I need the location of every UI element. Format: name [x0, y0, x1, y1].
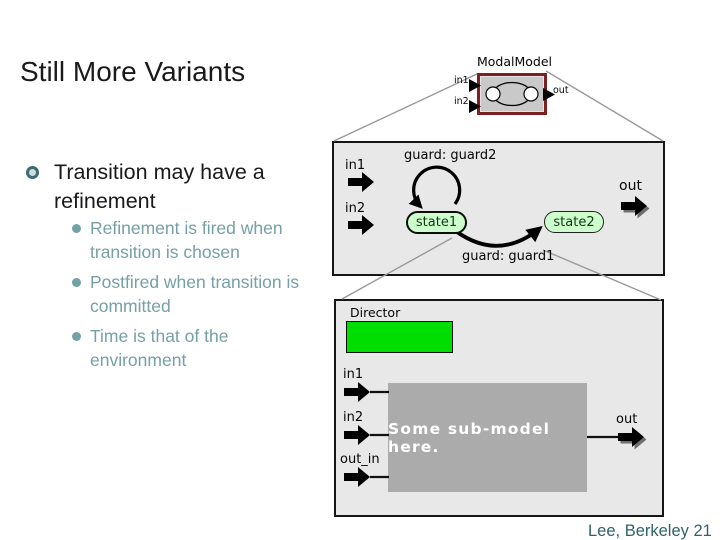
port-label-in2: in2	[345, 201, 366, 216]
director-block	[346, 321, 453, 353]
fsm-panel	[332, 141, 665, 276]
callout-lines	[333, 70, 664, 301]
loop-guard-label: guard: guard2	[404, 148, 497, 163]
fsm-port-arrows	[348, 172, 650, 235]
state2-label: state2	[553, 214, 595, 230]
self-loop-arrow	[408, 165, 462, 209]
out-in-arrow-icon	[344, 467, 370, 487]
fsm-glyph-icon	[469, 79, 555, 113]
in1-arrow-icon	[348, 172, 374, 192]
director-label: Director	[350, 305, 401, 320]
filled-bullet-icon	[72, 278, 81, 287]
footer-credit: Lee, Berkeley 21	[588, 522, 712, 540]
port-label-in1: in1	[345, 158, 366, 173]
out-arrow-icon	[618, 427, 644, 447]
port-label-in2: in2	[454, 96, 469, 107]
port-triangle-icon	[469, 79, 481, 92]
callout-line	[333, 73, 478, 142]
submodel-wires	[370, 390, 618, 479]
port-triangle-icon	[469, 100, 481, 113]
out-arrow-icon	[621, 196, 647, 216]
bullet-item-main: Transition may have a refinement	[26, 158, 316, 216]
bullet-main-text: Transition may have a refinement	[54, 160, 265, 213]
hollow-bullet-icon	[26, 166, 39, 179]
submodel-box: Some sub-model here.	[388, 383, 587, 492]
callout-line	[542, 249, 662, 301]
port-label-out: out	[553, 85, 569, 96]
filled-bullet-icon	[72, 224, 81, 233]
list-item: Time is that of the environment	[72, 324, 304, 372]
state1-node: state1	[406, 211, 467, 234]
port-label-out: out	[616, 412, 638, 427]
in2-arrow-icon	[344, 425, 370, 445]
in1-arrow-icon	[344, 382, 370, 402]
sub-bullet-text: Refinement is fired when transition is c…	[90, 218, 283, 262]
port-label-in1: in1	[343, 367, 364, 382]
port-label-out: out	[619, 178, 642, 194]
submodel-box-label: Some sub-model here.	[388, 419, 551, 456]
state2-node: state2	[544, 211, 604, 233]
port-triangle-icon	[543, 88, 555, 101]
transition-guard-label: guard: guard1	[462, 249, 555, 264]
sub-bullet-list: Refinement is fired when transition is c…	[72, 216, 304, 378]
list-item: Postfired when transition is committed	[72, 270, 304, 318]
in2-arrow-icon	[348, 215, 374, 235]
list-item: Refinement is fired when transition is c…	[72, 216, 304, 264]
modal-model-title: ModalModel	[477, 54, 553, 69]
sub-bullet-text: Time is that of the environment	[90, 326, 229, 370]
sub-bullet-text: Postfired when transition is committed	[90, 272, 300, 316]
callout-line	[545, 70, 664, 142]
state1-label: state1	[415, 215, 458, 230]
port-label-in2: in2	[343, 410, 364, 425]
page-title: Still More Variants	[20, 56, 246, 87]
filled-bullet-icon	[72, 332, 81, 341]
port-label-out-in: out_in	[340, 452, 380, 467]
transition-arrow	[455, 226, 543, 248]
callout-line	[341, 237, 453, 300]
port-label-in1: in1	[454, 75, 469, 86]
submodel-port-arrows	[344, 382, 647, 487]
